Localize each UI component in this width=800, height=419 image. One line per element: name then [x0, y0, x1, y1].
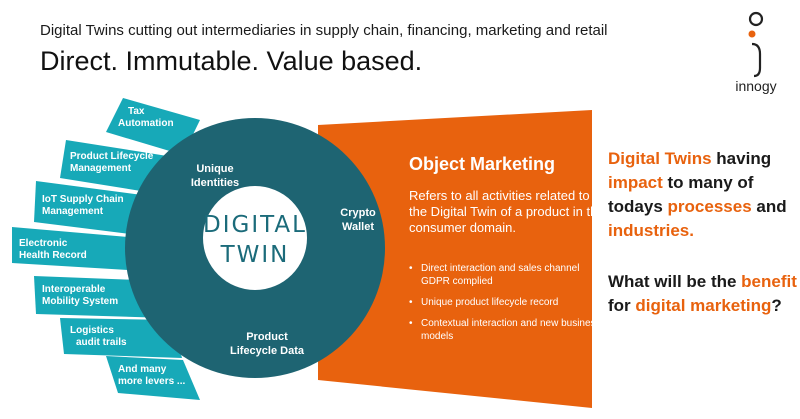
object-marketing-title: Object Marketing	[409, 154, 556, 174]
fan-item-iot: IoT Supply Chain Management	[42, 194, 124, 217]
fan-item-more: And many more levers ...	[118, 364, 186, 387]
bullet-item: Direct interaction and sales channel GDP…	[409, 262, 609, 288]
innogy-logo-text: innogy	[735, 78, 777, 94]
inner-circle	[203, 186, 307, 290]
fan-item-ehr: Electronic Health Record	[19, 238, 87, 261]
fan-blade-tax	[106, 98, 200, 155]
object-marketing-bullets: Direct interaction and sales channel GDP…	[409, 262, 609, 351]
fan-blade-more	[106, 356, 200, 400]
ring-label-crypto-wallet: Crypto Wallet	[340, 207, 376, 233]
bullet-item: Contextual interaction and new business …	[409, 317, 609, 343]
fan-item-logistics: Logistics audit trails	[70, 325, 127, 348]
ring-label-product-lifecycle: Product Lifecycle Data	[230, 331, 304, 357]
fan-blade-ehr	[12, 227, 162, 272]
benefit-question: What will be the benefit for digital mar…	[608, 272, 797, 315]
fan-item-tax: Tax Automation	[118, 106, 174, 129]
fan-item-plm: Product Lifecycle Management	[70, 151, 154, 174]
fan-blades	[12, 98, 200, 400]
innogy-logo-icon	[748, 11, 764, 78]
slide-headline: Direct. Immutable. Value based.	[40, 46, 423, 76]
ring-label-unique-identities: Unique Identities	[190, 163, 240, 189]
slide-subtitle: Digital Twins cutting out intermediaries…	[40, 22, 608, 39]
bullet-item: Unique product lifecycle record	[409, 296, 609, 309]
fan-blade-logistics	[60, 318, 182, 358]
fan-item-mobility: Interoperable Mobility System	[42, 284, 119, 307]
impact-statement: Digital Twins having impact to many of t…	[608, 149, 787, 240]
object-marketing-description: Refers to all activities related to the …	[409, 188, 605, 235]
center-word-digital: DIGITAL	[203, 212, 307, 238]
center-word-twin: TWIN	[220, 242, 290, 268]
